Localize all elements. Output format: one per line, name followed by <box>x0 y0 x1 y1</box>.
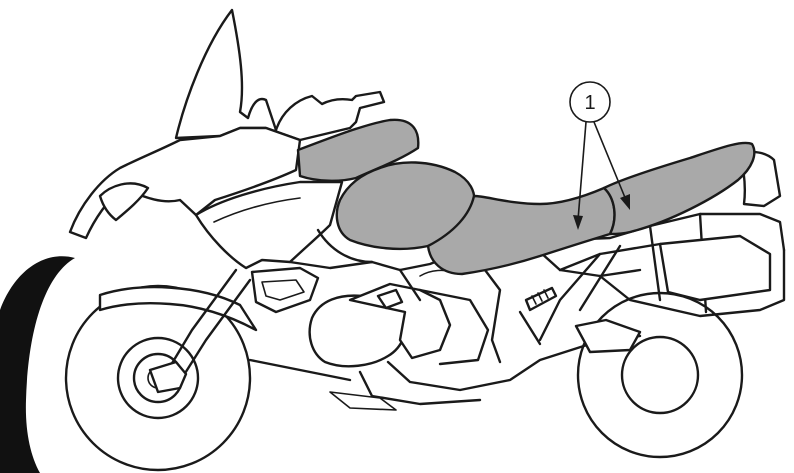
rear-wheel <box>578 293 742 457</box>
front-tire-crescent <box>0 256 75 473</box>
pillion-seat <box>604 143 754 234</box>
windscreen <box>176 10 384 140</box>
side-fairing-panel <box>196 182 342 312</box>
rear-shock <box>520 288 556 344</box>
callout-number: 1 <box>584 92 595 114</box>
